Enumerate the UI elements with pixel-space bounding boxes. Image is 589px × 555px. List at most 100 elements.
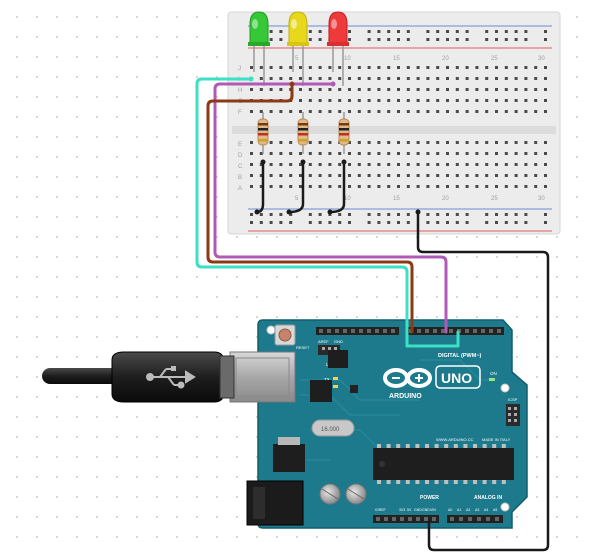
breadboard-hole — [299, 66, 302, 69]
breadboard-hole — [269, 174, 273, 177]
breadboard-hole — [436, 66, 440, 69]
column-number: 25 — [491, 56, 498, 62]
breadboard-hole — [348, 174, 351, 177]
chip-pin — [386, 480, 391, 484]
chip-pin — [396, 480, 401, 484]
breadboard-hole — [299, 110, 302, 113]
breadboard-hole — [338, 163, 342, 166]
ground-jumper-wire[interactable] — [287, 160, 305, 214]
rail-hole — [446, 30, 449, 33]
breadboard-hole — [250, 174, 253, 177]
analog-pin-label: A0 — [448, 508, 452, 512]
breadboard-hole — [279, 163, 283, 166]
analog-header-pins — [450, 517, 499, 521]
breadboard-hole — [495, 110, 498, 113]
breadboard-hole — [289, 163, 293, 166]
breadboard-hole — [475, 66, 479, 69]
breadboard-hole — [465, 174, 469, 177]
brown-wire[interactable] — [206, 82, 414, 334]
row-letter: B — [238, 175, 242, 181]
usb-b-port — [229, 351, 296, 403]
breadboard-hole — [289, 77, 293, 80]
resistor[interactable] — [257, 112, 269, 154]
breadboard-hole — [544, 174, 547, 177]
breadboard-hole — [328, 174, 332, 177]
resistor[interactable] — [297, 112, 309, 154]
digital-pin — [425, 329, 429, 333]
breadboard-hole — [367, 110, 371, 113]
breadboard-hole — [436, 174, 440, 177]
breadboard-hole — [387, 99, 391, 102]
breadboard-hole — [446, 77, 449, 80]
regulator-tab — [278, 437, 300, 445]
breadboard-column-numbers-bottom: 5 10 15 20 25 30 — [295, 196, 545, 202]
breadboard-hole — [377, 110, 381, 113]
breadboard-hole — [495, 88, 498, 91]
breadboard-hole — [534, 185, 538, 188]
breadboard-hole — [406, 77, 410, 80]
power-pin — [416, 517, 420, 521]
tx-label: TX — [324, 377, 330, 382]
breadboard-hole — [455, 77, 459, 80]
leds — [248, 11, 349, 86]
breadboard-hole — [397, 174, 400, 177]
breadboard-hole — [436, 152, 440, 155]
reset-button[interactable] — [274, 324, 296, 346]
resistor[interactable] — [338, 112, 350, 154]
breadboard-hole — [328, 99, 332, 102]
cyan-wire[interactable] — [195, 77, 460, 348]
breadboard-hole — [446, 185, 449, 188]
digital-pin — [359, 329, 363, 333]
red-led[interactable] — [327, 11, 349, 86]
ground-jumper-wire[interactable] — [328, 160, 346, 214]
brand-label: ARDUINO — [389, 393, 422, 400]
rail-hole — [259, 213, 263, 216]
breadboard-hole — [446, 99, 449, 102]
breadboard-hole — [455, 110, 459, 113]
breadboard-hole — [279, 66, 283, 69]
breadboard-hole — [357, 77, 361, 80]
breadboard-hole — [289, 152, 293, 155]
rail-hole — [377, 38, 381, 41]
analog-pin — [495, 517, 499, 521]
breadboard-hole — [514, 152, 518, 155]
black-ground-wire[interactable] — [416, 210, 550, 552]
breadboard-hole — [544, 66, 547, 69]
breadboard-hole — [367, 174, 371, 177]
usb-cable[interactable] — [42, 351, 235, 403]
rail-hole — [465, 38, 469, 41]
power-pin-label: 3V3 — [399, 508, 405, 512]
rail-hole — [308, 38, 312, 41]
breadboard-hole — [514, 174, 518, 177]
breadboard-hole — [387, 77, 391, 80]
rail-hole — [367, 221, 371, 224]
breadboard-hole — [279, 152, 283, 155]
breadboard-hole — [504, 163, 508, 166]
digital-pin — [497, 329, 501, 333]
rail-hole — [338, 213, 342, 216]
green-led[interactable] — [248, 11, 270, 86]
breadboard-hole — [416, 99, 420, 102]
chip-pin — [425, 480, 429, 484]
breadboard-hole — [514, 88, 518, 91]
reset-label: RESET — [296, 345, 310, 350]
digital-pin — [465, 329, 469, 333]
breadboard-hole — [524, 110, 528, 113]
analog-pin-label: A3 — [475, 508, 479, 512]
breadboard-hole — [377, 77, 381, 80]
breadboard-hole — [259, 185, 263, 188]
breadboard-hole — [485, 66, 489, 69]
breadboard-hole — [250, 163, 253, 166]
breadboard-hole — [348, 185, 351, 188]
breadboard-hole — [269, 163, 273, 166]
breadboard-hole — [465, 99, 469, 102]
breadboard-hole — [426, 174, 430, 177]
purple-wire[interactable] — [213, 82, 448, 334]
yellow-led[interactable] — [287, 11, 309, 86]
breadboard-hole — [357, 174, 361, 177]
rail-hole — [269, 221, 273, 224]
breadboard-hole — [495, 77, 498, 80]
breadboard-hole — [504, 141, 508, 144]
breadboard-hole — [387, 163, 391, 166]
analog-pin-label: A1 — [457, 508, 461, 512]
